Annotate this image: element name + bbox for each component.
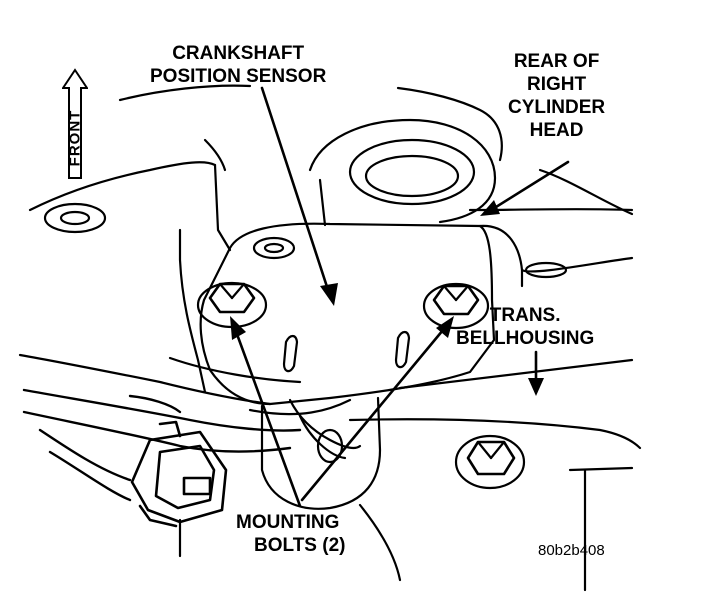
sensor-body: [260, 396, 382, 510]
sensor-bracket: [199, 222, 634, 406]
arrowhead-right-bolt: [436, 316, 454, 338]
arrowhead-crankshaft-sensor: [320, 283, 338, 306]
sensor-connector: [130, 420, 228, 528]
leader-lines: [232, 86, 570, 508]
cylinder-head-callout: REAR OF RIGHT CYLINDER HEAD: [508, 51, 606, 141]
arrowhead-bellhousing: [528, 378, 544, 396]
leader-cylinder-head: [486, 160, 570, 214]
bellhousing-nut: [454, 434, 526, 490]
leader-crankshaft-sensor: [260, 86, 332, 298]
leader-arrowheads: [230, 200, 544, 396]
bellhousing-callout: TRANS. BELLHOUSING: [456, 305, 595, 349]
mounting-bolts-callout: MOUNTING BOLTS (2): [236, 512, 346, 556]
right-mounting-bolt: [422, 282, 490, 330]
leader-right-bolt: [300, 322, 450, 502]
cylinder-head-boss: [308, 118, 497, 227]
crankshaft-sensor-callout: CRANKSHAFT POSITION SENSOR: [150, 43, 327, 87]
figure-code: 80b2b408: [538, 542, 605, 559]
sensor-harness: [22, 388, 302, 502]
front-label: FRONT: [66, 109, 84, 167]
left-flange: [43, 202, 107, 234]
leader-left-bolt: [232, 324, 302, 508]
arrowhead-left-bolt: [230, 316, 246, 340]
front-orientation-marker: FRONT: [61, 68, 89, 180]
arrowhead-cylinder-head: [480, 200, 500, 216]
up-arrow-icon: [61, 68, 89, 179]
